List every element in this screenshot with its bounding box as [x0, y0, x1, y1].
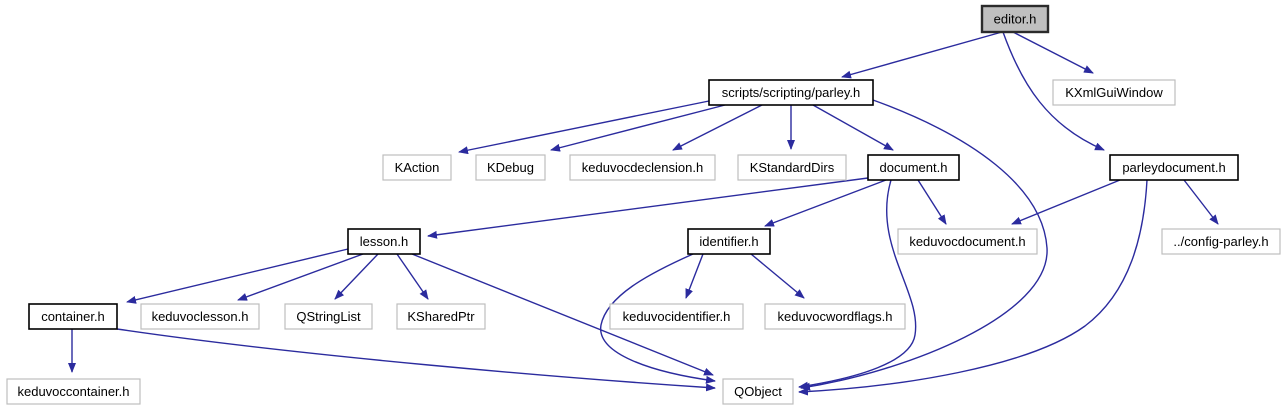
node-label-parleydocument-h: parleydocument.h: [1122, 160, 1225, 175]
edge-scripting-parley-h-to-document-h: [812, 104, 894, 151]
node-label-kstandarddirs: KStandardDirs: [750, 160, 835, 175]
node-label-document-h: document.h: [880, 160, 948, 175]
node-kstandarddirs[interactable]: KStandardDirs: [737, 154, 847, 181]
edge-lesson-h-to-container-h: [126, 248, 349, 304]
node-box-lesson-h: [347, 228, 421, 255]
node-label-qstringlist: QStringList: [296, 309, 361, 324]
node-label-scripting-parley-h: scripts/scripting/parley.h: [722, 85, 860, 100]
edges-layer: [68, 31, 1219, 396]
node-box-scripting-parley-h: [708, 79, 874, 106]
node-qstringlist[interactable]: QStringList: [284, 303, 373, 330]
node-config-parley-h[interactable]: ../config-parley.h: [1161, 228, 1281, 255]
node-box-keduvocidentifier-h: [609, 303, 744, 330]
edge-identifier-h-to-keduvocidentifier-h: [685, 253, 704, 299]
node-keduvocdeclension-h[interactable]: keduvocdeclension.h: [569, 154, 716, 181]
node-document-h[interactable]: document.h: [867, 154, 960, 181]
node-box-qstringlist: [284, 303, 373, 330]
node-container-h[interactable]: container.h: [28, 303, 118, 330]
node-label-keduvocdocument-h: keduvocdocument.h: [909, 234, 1025, 249]
node-box-qobject: [722, 378, 794, 405]
node-box-container-h: [28, 303, 118, 330]
node-label-ksharedptr: KSharedPtr: [407, 309, 475, 324]
edge-editor-h-to-scripting-parley-h: [841, 31, 1003, 79]
node-kxmlguiwindow[interactable]: KXmlGuiWindow: [1052, 79, 1176, 106]
node-label-lesson-h: lesson.h: [360, 234, 408, 249]
edge-identifier-h-to-qobject: [600, 253, 716, 384]
node-label-kaction: KAction: [395, 160, 440, 175]
node-label-keduvoccontainer-h: keduvoccontainer.h: [17, 384, 129, 399]
node-box-keduvoclesson-h: [140, 303, 260, 330]
edge-lesson-h-to-ksharedptr: [396, 253, 429, 300]
node-label-config-parley-h: ../config-parley.h: [1173, 234, 1268, 249]
node-parleydocument-h[interactable]: parleydocument.h: [1109, 154, 1239, 181]
node-box-keduvocdeclension-h: [569, 154, 716, 181]
node-label-kdebug: KDebug: [487, 160, 534, 175]
node-box-keduvocdocument-h: [897, 228, 1038, 255]
edge-parleydocument-h-to-config-parley-h: [1183, 179, 1219, 225]
edge-parleydocument-h-to-keduvocdocument-h: [1011, 179, 1121, 225]
node-box-kaction: [382, 154, 452, 181]
node-lesson-h[interactable]: lesson.h: [347, 228, 421, 255]
edge-document-h-to-identifier-h: [764, 179, 887, 227]
node-identifier-h[interactable]: identifier.h: [687, 228, 771, 255]
node-editor-h[interactable]: editor.h: [980, 4, 1050, 34]
node-box-parleydocument-h: [1109, 154, 1239, 181]
node-box-keduvoccontainer-h: [6, 378, 141, 405]
node-keduvocwordflags-h[interactable]: keduvocwordflags.h: [764, 303, 906, 330]
edge-scripting-parley-h-to-kaction: [458, 100, 710, 155]
node-label-kxmlguiwindow: KXmlGuiWindow: [1065, 85, 1163, 100]
edge-parleydocument-h-to-qobject: [798, 179, 1148, 396]
node-box-kxmlguiwindow: [1052, 79, 1176, 106]
node-keduvoclesson-h[interactable]: keduvoclesson.h: [140, 303, 260, 330]
node-box-config-parley-h: [1161, 228, 1281, 255]
node-ksharedptr[interactable]: KSharedPtr: [396, 303, 486, 330]
node-box-keduvocwordflags-h: [764, 303, 906, 330]
node-label-keduvocidentifier-h: keduvocidentifier.h: [623, 309, 731, 324]
node-keduvocidentifier-h[interactable]: keduvocidentifier.h: [609, 303, 744, 330]
node-label-editor-h: editor.h: [994, 12, 1037, 27]
edge-scripting-parley-h-to-qobject: [800, 99, 1048, 391]
edge-lesson-h-to-keduvoclesson-h: [237, 253, 364, 301]
node-box-editor-h: [980, 4, 1050, 34]
edge-document-h-to-keduvocdocument-h: [917, 179, 947, 225]
node-label-identifier-h: identifier.h: [699, 234, 758, 249]
edge-scripting-parley-h-to-keduvocdeclension-h: [672, 104, 763, 151]
node-box-ksharedptr: [396, 303, 486, 330]
node-box-document-h: [867, 154, 960, 181]
edge-scripting-parley-h-to-kdebug: [550, 104, 726, 152]
node-label-keduvocwordflags-h: keduvocwordflags.h: [778, 309, 893, 324]
node-label-keduvoclesson-h: keduvoclesson.h: [152, 309, 249, 324]
node-qobject[interactable]: QObject: [722, 378, 794, 405]
node-box-identifier-h: [687, 228, 771, 255]
edge-lesson-h-to-qstringlist: [334, 253, 379, 300]
node-scripting-parley-h[interactable]: scripts/scripting/parley.h: [708, 79, 874, 106]
nodes-layer: editor.h scripts/scripting/parley.h KXmlGu…: [6, 4, 1281, 405]
edge-editor-h-to-parleydocument-h: [1002, 31, 1105, 151]
node-kaction[interactable]: KAction: [382, 154, 452, 181]
edge-identifier-h-to-keduvocwordflags-h: [750, 253, 805, 299]
edge-container-h-to-qobject: [116, 328, 716, 392]
edge-editor-h-to-kxmlguiwindow: [1012, 31, 1094, 74]
edge-document-h-to-lesson-h: [427, 177, 869, 239]
node-box-kstandarddirs: [737, 154, 847, 181]
edge-document-h-to-qobject: [798, 179, 917, 390]
node-kdebug[interactable]: KDebug: [475, 154, 546, 181]
node-keduvocdocument-h[interactable]: keduvocdocument.h: [897, 228, 1038, 255]
node-label-container-h: container.h: [41, 309, 105, 324]
node-box-kdebug: [475, 154, 546, 181]
edge-lesson-h-to-qobject: [411, 253, 714, 376]
node-keduvoccontainer-h[interactable]: keduvoccontainer.h: [6, 378, 141, 405]
node-label-keduvocdeclension-h: keduvocdeclension.h: [582, 160, 703, 175]
node-label-qobject: QObject: [734, 384, 782, 399]
